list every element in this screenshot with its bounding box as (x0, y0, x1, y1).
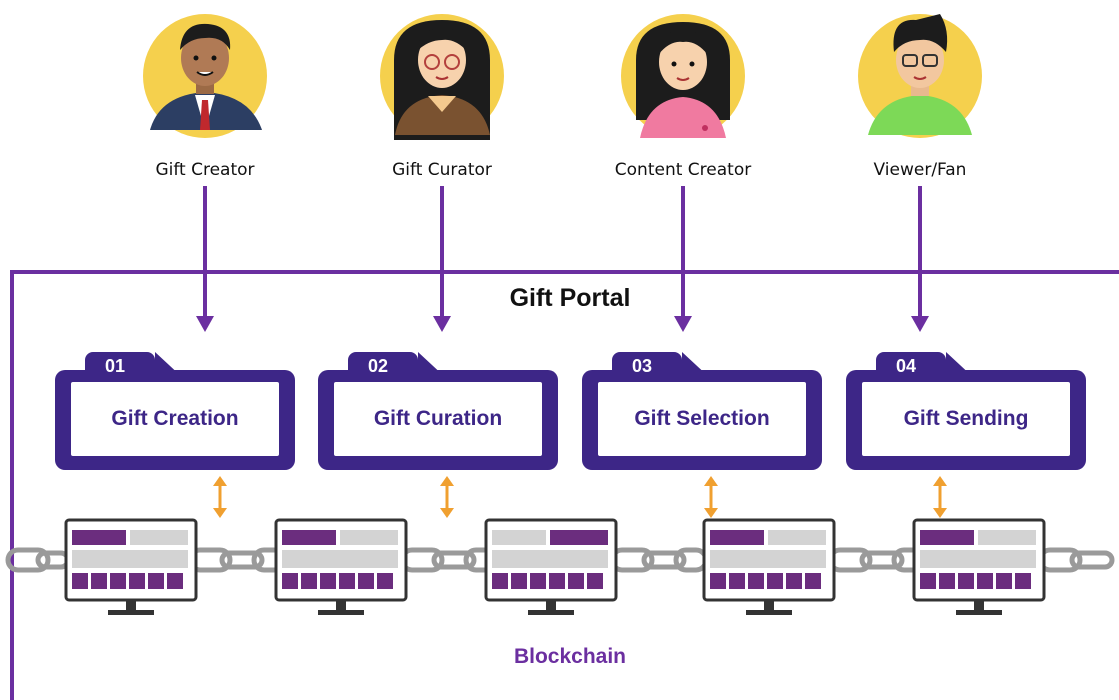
portal-title: Gift Portal (509, 284, 631, 312)
arrowhead-gift-creator (196, 316, 214, 332)
viewer-fan-avatar (858, 14, 982, 138)
double-arrow-2 (440, 476, 454, 518)
step-label: Gift Creation (71, 382, 279, 456)
block-monitor-2 (274, 518, 408, 615)
role-label-viewer-fan: Viewer/Fan (873, 160, 967, 180)
step-folder-02: 02 Gift Curation (318, 352, 558, 472)
arrowhead-content-creator (674, 316, 692, 332)
double-arrow-1 (213, 476, 227, 518)
block-monitor-4 (702, 518, 836, 615)
step-number: 04 (876, 352, 974, 378)
content-creator-avatar (621, 14, 745, 138)
double-arrow-3 (704, 476, 718, 518)
role-arrows (196, 186, 929, 332)
double-arrow-4 (933, 476, 947, 518)
block-monitor-3 (484, 518, 618, 615)
step-number: 01 (85, 352, 183, 378)
gift-creator-avatar (143, 14, 267, 138)
arrowhead-gift-curator (433, 316, 451, 332)
role-label-gift-creator: Gift Creator (155, 160, 255, 180)
step-label: Gift Selection (598, 382, 806, 456)
step-folder-04: 04 Gift Sending (846, 352, 1086, 472)
avatars (143, 14, 982, 140)
step-folder-03: 03 Gift Selection (582, 352, 822, 472)
gift-curator-avatar (380, 14, 504, 140)
blockchain-label: Blockchain (513, 645, 627, 668)
step-number: 02 (348, 352, 446, 378)
step-label: Gift Sending (862, 382, 1070, 456)
block-monitor-1 (64, 518, 198, 615)
role-label-content-creator: Content Creator (614, 160, 752, 180)
step-label: Gift Curation (334, 382, 542, 456)
role-label-gift-curator: Gift Curator (392, 160, 492, 180)
step-folder-01: 01 Gift Creation (55, 352, 295, 472)
arrowhead-viewer-fan (911, 316, 929, 332)
blockchain-diagram (5, 476, 1115, 615)
step-number: 03 (612, 352, 710, 378)
block-monitor-5 (912, 518, 1046, 615)
gift-portal-frame (10, 270, 1119, 700)
